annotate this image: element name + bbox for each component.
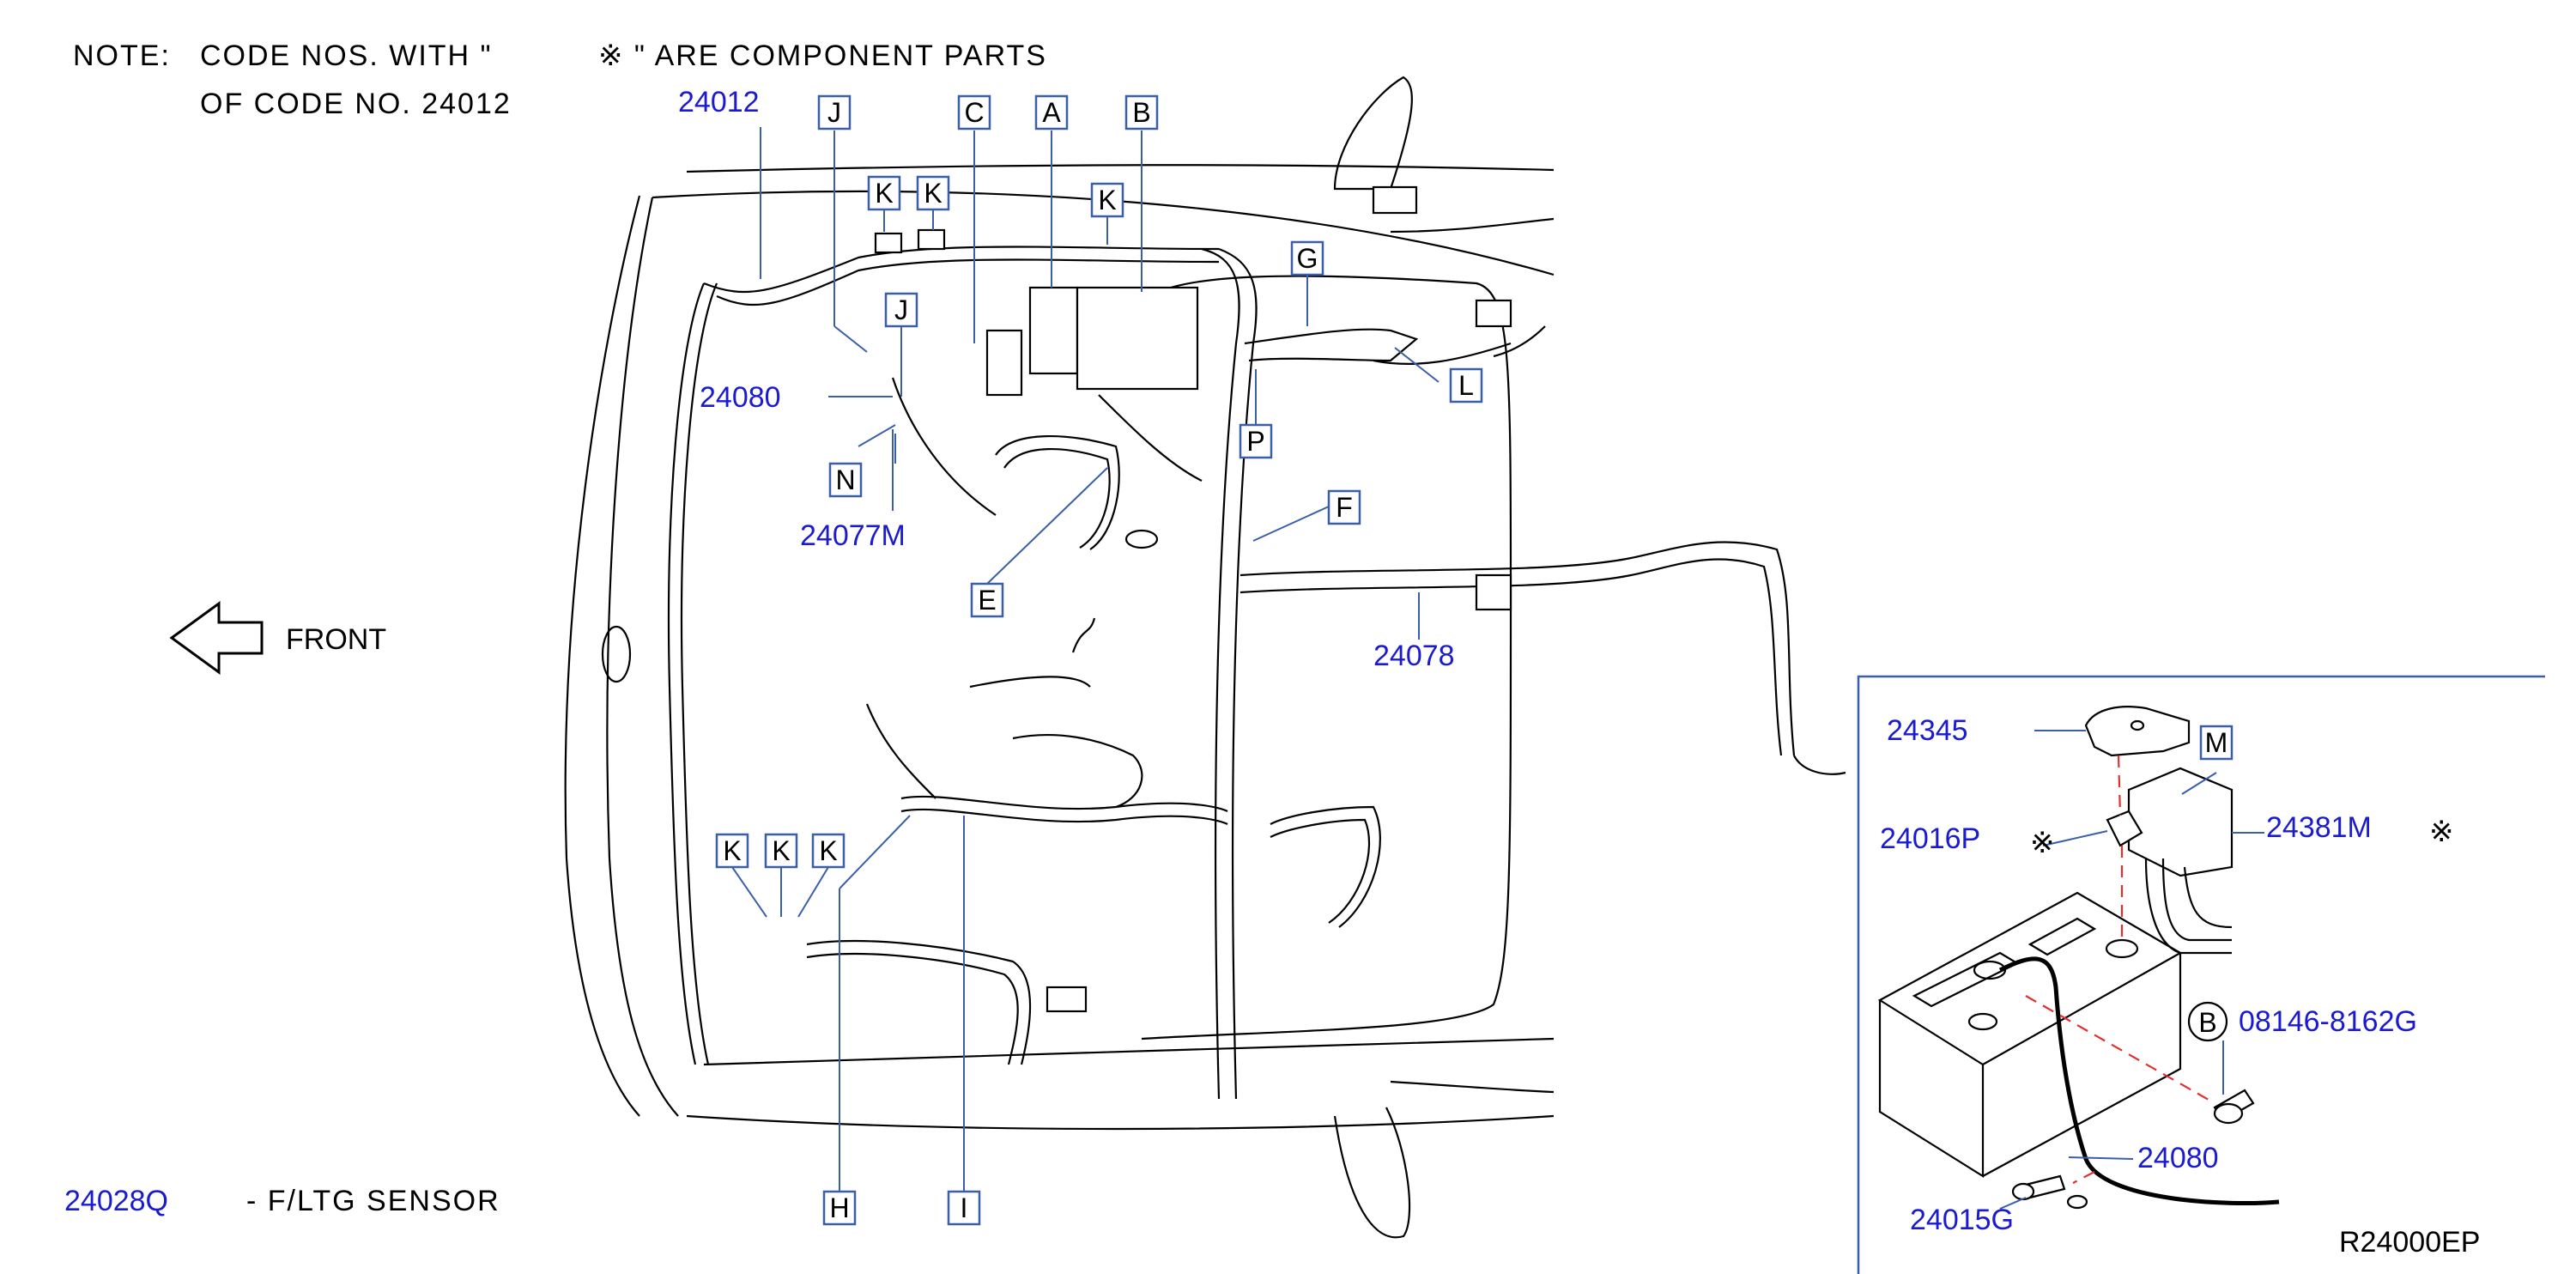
callout-m: M	[2199, 725, 2234, 761]
svg-text:E: E	[978, 585, 996, 616]
callout-l: L	[1449, 367, 1483, 403]
sensor-code: 24028Q	[64, 1185, 168, 1217]
svg-text:A: A	[1042, 97, 1061, 128]
svg-text:H: H	[829, 1192, 849, 1223]
part-24077m: 24077M	[800, 519, 906, 552]
vehicle-body	[564, 76, 1555, 1239]
callout-k-5: K	[764, 833, 798, 869]
front-arrow: FRONT	[169, 601, 386, 675]
svg-text:B: B	[2198, 1007, 2216, 1038]
svg-text:G: G	[1297, 243, 1318, 274]
part-24016p: 24016P	[1880, 822, 1980, 855]
svg-text:P: P	[1246, 426, 1264, 457]
svg-text:K: K	[772, 835, 790, 866]
callout-k-2: K	[916, 175, 950, 211]
svg-text:K: K	[1098, 185, 1116, 215]
part-24381m: 24381M	[2266, 811, 2372, 844]
svg-text:M: M	[2205, 727, 2228, 758]
callout-k-3: K	[1090, 182, 1124, 218]
main-leaders	[731, 127, 1440, 1192]
callout-j-top: J	[817, 94, 852, 130]
callout-k-4: K	[715, 833, 749, 869]
callout-n: N	[828, 462, 863, 498]
asterisk-24381m: ※	[2429, 816, 2454, 848]
callout-b: B	[1124, 94, 1159, 130]
part-24345: 24345	[1887, 714, 1968, 747]
part-24080: 24080	[700, 381, 781, 414]
callout-k-6: K	[811, 833, 846, 869]
svg-text:C: C	[964, 97, 984, 128]
battery-illustration	[1877, 706, 2280, 1210]
drawing-id: R24000EP	[2339, 1226, 2480, 1259]
battery-inset: M B 24345 24016P ※ 24381M ※ 08146-8162G …	[1857, 675, 2545, 1274]
svg-text:F: F	[1336, 492, 1353, 523]
svg-text:B: B	[1132, 97, 1150, 128]
note-line1-b: ※ " ARE COMPONENT PARTS	[598, 39, 1047, 72]
part-24080-inset: 24080	[2137, 1142, 2219, 1174]
svg-text:K: K	[924, 178, 942, 209]
callout-k-1: K	[867, 175, 901, 211]
callout-i: I	[947, 1190, 981, 1226]
note-block: NOTE: CODE NOS. WITH " ※ " ARE COMPONENT…	[73, 39, 1047, 120]
svg-text:K: K	[723, 835, 741, 866]
note-line1-a: CODE NOS. WITH "	[200, 39, 493, 72]
svg-text:K: K	[875, 178, 893, 209]
part-24078: 24078	[1373, 640, 1455, 672]
svg-text:J: J	[827, 97, 841, 128]
callout-c: C	[957, 94, 991, 130]
svg-text:N: N	[835, 464, 855, 495]
svg-text:J: J	[894, 294, 908, 325]
callout-f: F	[1327, 489, 1361, 525]
callout-e: E	[970, 582, 1004, 618]
note-line2: OF CODE NO. 24012	[200, 88, 512, 120]
part-24015g: 24015G	[1910, 1204, 2014, 1236]
svg-text:I: I	[961, 1192, 968, 1223]
asterisk-24016p: ※	[2030, 827, 2055, 859]
harness-lines	[667, 185, 1846, 1100]
front-arrow-icon	[169, 601, 264, 675]
callout-a: A	[1034, 94, 1069, 130]
svg-text:K: K	[819, 835, 837, 866]
bolt-ref-circle: B	[2187, 1001, 2228, 1042]
front-label: FRONT	[286, 623, 386, 656]
sensor-desc: - F/LTG SENSOR	[246, 1185, 500, 1217]
callout-j-mid: J	[884, 292, 918, 328]
callout-h: H	[822, 1190, 857, 1226]
part-24012: 24012	[678, 86, 760, 118]
inset-frame	[1857, 675, 2545, 1274]
part-08146-8162g: 08146-8162G	[2239, 1005, 2417, 1038]
callout-g: G	[1290, 240, 1324, 276]
callouts-main: J C A B K K K G J L P N F E K K K H I	[715, 94, 1483, 1226]
callout-p: P	[1239, 423, 1273, 459]
note-prefix: NOTE:	[73, 39, 171, 72]
sensor-note: 24028Q - F/LTG SENSOR	[64, 1185, 500, 1217]
part-numbers-main: 24012 24080 24077M 24078	[678, 86, 1455, 672]
svg-text:L: L	[1458, 370, 1474, 401]
